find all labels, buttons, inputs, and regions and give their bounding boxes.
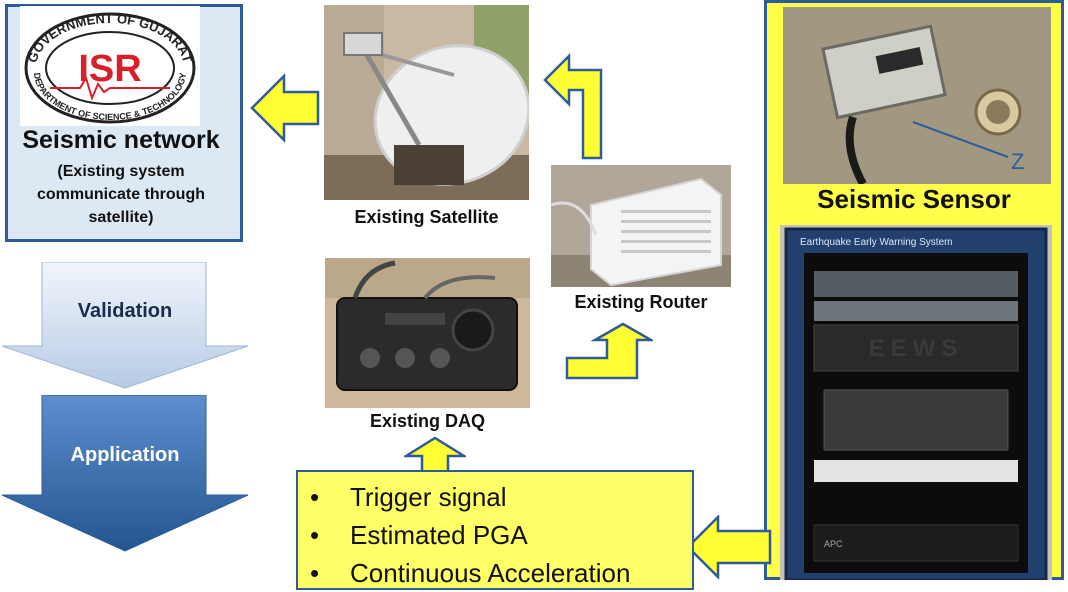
signal-item-label: Continuous Acceleration — [350, 558, 631, 588]
signal-item-pga: •Estimated PGA — [310, 520, 528, 550]
daq-caption: Existing DAQ — [369, 411, 485, 431]
ups-label: APC — [824, 539, 843, 549]
signals-box — [296, 470, 694, 590]
arrow-rack-to-signals — [686, 515, 772, 579]
sensor-axis-label: Z — [1011, 149, 1024, 174]
logo-abbr: ISR — [78, 48, 141, 90]
seismic-sensor-label: Seismic Sensor — [817, 184, 1011, 214]
validation-arrow — [1, 262, 249, 389]
signal-item-label: Estimated PGA — [350, 520, 528, 550]
arrow-satellite-to-network — [250, 72, 320, 144]
daq-photo — [325, 258, 530, 408]
subtitle-line-1: (Existing system — [57, 163, 185, 180]
application-label: Application — [70, 444, 180, 466]
seismic-network-subtitle: (Existing system communicate through sat… — [5, 160, 237, 229]
seismic-network-title: Seismic network — [22, 126, 220, 154]
signal-item-trigger: •Trigger signal — [310, 482, 507, 512]
validation-label: Validation — [77, 300, 173, 322]
subtitle-line-2: communicate through — [36, 186, 205, 203]
satellite-caption: Existing Satellite — [354, 207, 499, 227]
arrow-signals-to-daq — [404, 436, 466, 476]
router-photo — [551, 165, 731, 287]
signal-item-label: Trigger signal — [350, 482, 507, 512]
rack-header: Earthquake Early Warning System — [800, 237, 952, 248]
arrow-router-to-satellite — [543, 52, 603, 160]
rack-display: EEWS — [869, 335, 964, 362]
seismic-sensor-photo: Z — [783, 7, 1051, 184]
isr-logo: GOVERNMENT OF GUJARAT DEPARTMENT OF SCIE… — [20, 6, 200, 126]
application-arrow — [1, 395, 249, 552]
signal-item-acceleration: •Continuous Acceleration — [310, 558, 631, 588]
router-caption: Existing Router — [574, 292, 708, 312]
eews-rack-photo: Earthquake Early Warning System EEWS APC — [780, 225, 1052, 580]
satellite-dish-photo — [324, 5, 529, 200]
arrow-daq-to-router — [565, 322, 653, 380]
signals-list: •Trigger signal •Estimated PGA •Continuo… — [310, 478, 690, 592]
subtitle-line-3: satellite) — [88, 209, 154, 226]
